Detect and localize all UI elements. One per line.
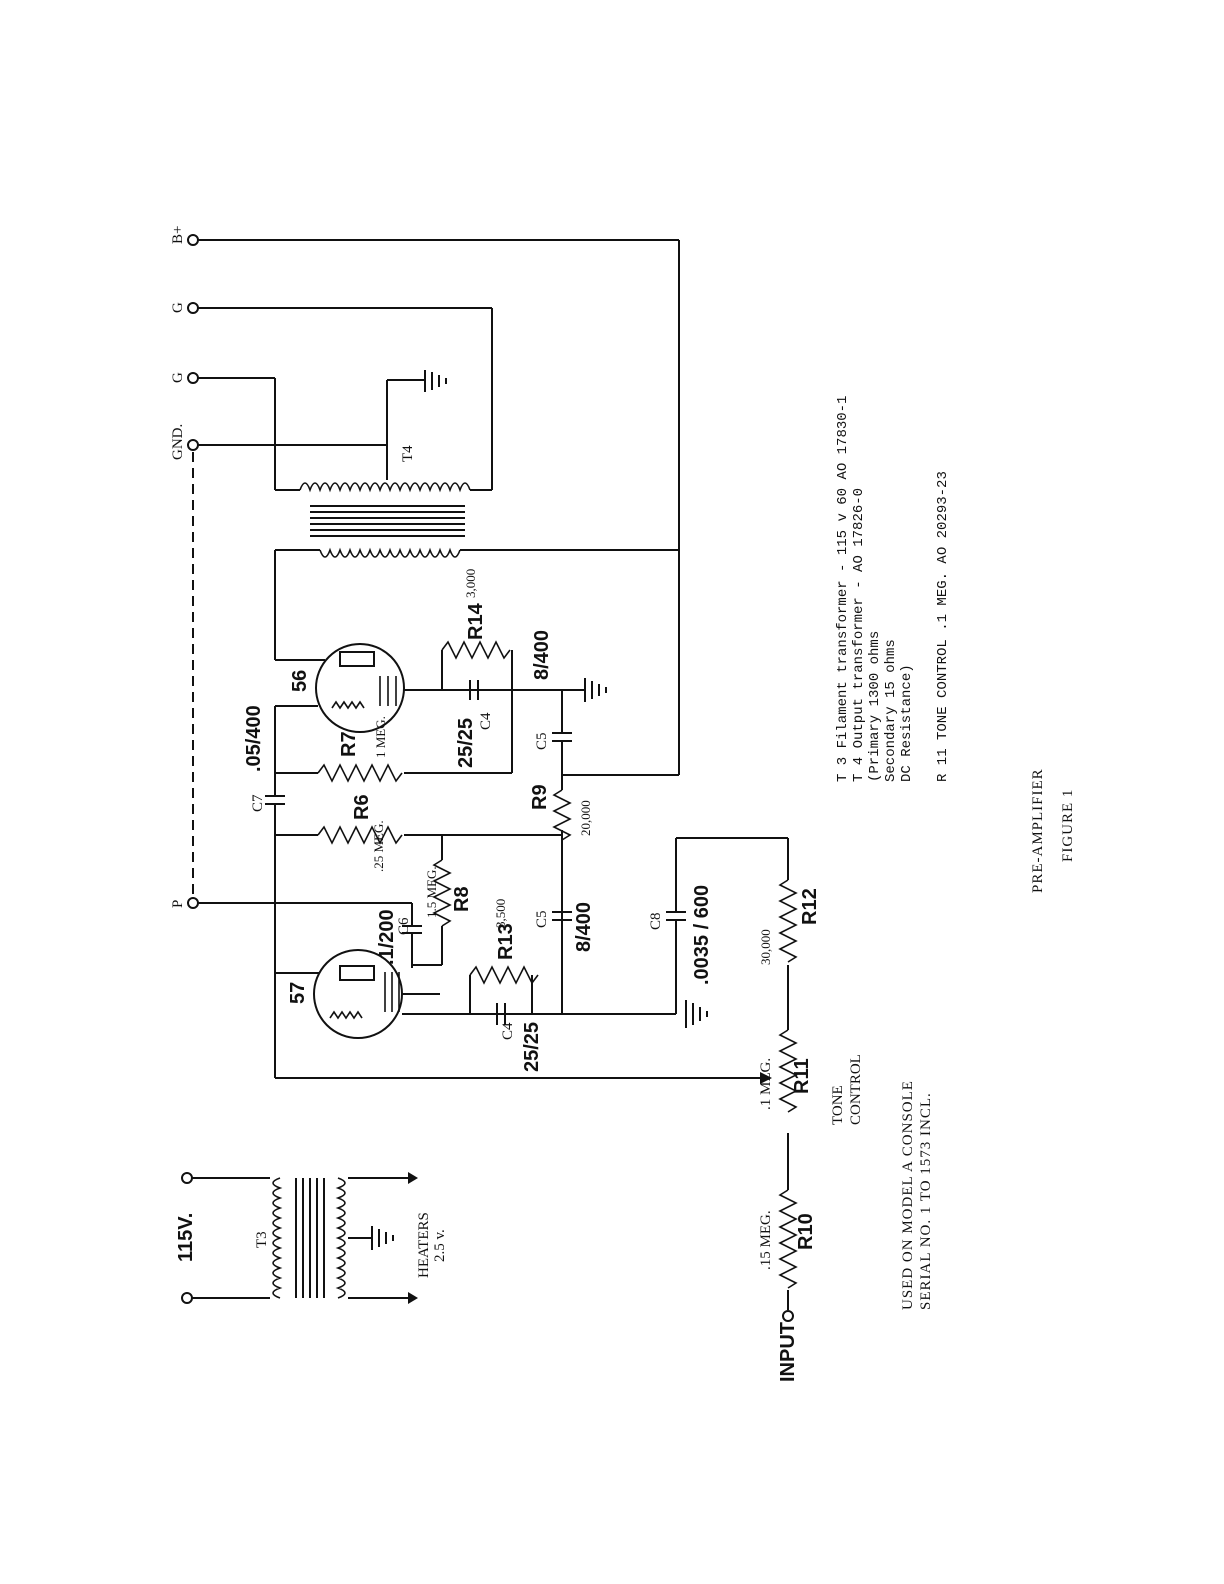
label-tube-56: 56 (289, 670, 311, 692)
legend-line-2: T 4 Output transformer - AO 17826-0 (851, 488, 867, 782)
terminal-g-2 (187, 372, 300, 491)
label-r9: R9 (529, 784, 551, 810)
value-r13: 3,500 (493, 899, 508, 928)
capacitor-c7 (265, 795, 285, 805)
legend-line-4: Secondary 15 ohms (883, 639, 899, 782)
resistor-r6 (275, 825, 562, 845)
label-p: P (170, 900, 186, 908)
resistor-r14 (441, 640, 513, 690)
label-r12: R12 (799, 888, 821, 925)
value-r10: .15 MEG. (758, 1210, 774, 1270)
capacitor-c6 (275, 902, 422, 968)
value-c5-bottom: 8/400 (573, 902, 595, 952)
value-c6: .1/200 (376, 909, 398, 965)
transformer-t3 (181, 1172, 418, 1304)
resistor-r10 (778, 1178, 798, 1310)
capacitor-c8 (666, 837, 788, 1014)
label-tone: TONE (830, 1085, 846, 1125)
value-c5-top: 8/400 (531, 630, 553, 680)
legend-line-3: (Primary 1300 ohms (867, 631, 883, 782)
label-r8: R8 (451, 886, 473, 912)
value-r11: .1 MEG. (758, 1058, 774, 1110)
label-c8: C8 (648, 912, 664, 930)
terminal-p (187, 897, 275, 909)
label-t3: T3 (254, 1231, 270, 1248)
resistor-r13 (469, 965, 539, 1014)
resistor-r7 (275, 690, 513, 783)
label-gnd: GND. (170, 424, 186, 460)
terminal-input (782, 1310, 794, 1322)
value-r8: 1.5 MEG. (424, 866, 439, 918)
legend: T 3 Filament transformer - 115 v 60 AO 1… (835, 396, 951, 782)
ground-symbol-bottom (685, 1000, 708, 1028)
terminal-gnd (187, 379, 425, 480)
label-g-1: G (170, 302, 186, 313)
label-tube-57: 57 (287, 982, 309, 1004)
label-input: INPUT (777, 1322, 799, 1382)
label-115v: 115V. (175, 1213, 197, 1262)
capacitor-c5-top (552, 690, 572, 775)
tube-56 (315, 643, 405, 733)
label-r13: R13 (495, 923, 517, 960)
value-c8: .0035 / 600 (691, 885, 713, 985)
capacitor-c4-bottom (496, 1003, 506, 1025)
caption-title: PRE-AMPLIFIER (1030, 768, 1046, 893)
label-r10: R10 (795, 1213, 817, 1250)
resistor-r8 (412, 835, 452, 966)
label-control: CONTROL (848, 1054, 864, 1125)
figure-caption: PRE-AMPLIFIER FIGURE 1 (1030, 768, 1076, 893)
resistor-r12 (778, 838, 798, 1030)
label-c6: C6 (396, 917, 412, 935)
caption-figure: FIGURE 1 (1060, 789, 1076, 862)
label-t4: T4 (400, 445, 416, 462)
tube-57 (313, 949, 403, 1039)
note-line-2: SERIAL NO. 1 TO 1573 INCL. (918, 1092, 934, 1310)
terminal-b-plus (187, 234, 680, 775)
label-g-2: G (170, 372, 186, 383)
label-c5-bottom: C5 (534, 910, 550, 928)
label-r7: R7 (338, 731, 360, 757)
value-r9: 20,000 (578, 800, 593, 836)
value-r7: 1 MEG. (373, 716, 388, 758)
transformer-t4 (299, 482, 471, 558)
label-c7: C7 (250, 794, 266, 812)
terminal-g-1 (187, 302, 493, 491)
value-r6: .25 MEG. (371, 820, 386, 872)
model-note: USED ON MODEL A CONSOLE SERIAL NO. 1 TO … (900, 1080, 934, 1310)
label-c4-top: C4 (478, 712, 494, 730)
ground-symbol-top (424, 370, 447, 392)
label-c4-bottom: C4 (500, 1022, 516, 1040)
value-c4-bottom: 25/25 (521, 1022, 543, 1072)
value-r12: 30,000 (758, 929, 773, 965)
label-r11: R11 (791, 1058, 813, 1094)
capacitor-c4-top (469, 680, 479, 700)
resistor-r9 (552, 775, 572, 1015)
label-heaters-voltage: 2.5 v. (432, 1229, 448, 1262)
label-b-plus: B+ (170, 226, 186, 244)
legend-line-1: T 3 Filament transformer - 115 v 60 AO 1… (835, 396, 851, 782)
label-r14: R14 (465, 602, 487, 640)
label-heaters: HEATERS (416, 1212, 432, 1278)
legend-line-5: DC Resistance) (899, 664, 915, 782)
label-r6: R6 (351, 794, 373, 820)
note-line-1: USED ON MODEL A CONSOLE (900, 1080, 916, 1310)
value-c4-top: 25/25 (455, 718, 477, 768)
ground-symbol-mid (584, 678, 607, 702)
potentiometer-r11 (275, 1029, 798, 1178)
label-c5-top: C5 (534, 732, 550, 750)
legend-line-6: R 11 TONE CONTROL .1 MEG. AO 20293-23 (935, 471, 951, 782)
value-r14: 3,000 (463, 569, 478, 598)
value-c7: .05/400 (243, 705, 265, 772)
capacitor-c5-bottom (552, 911, 572, 921)
